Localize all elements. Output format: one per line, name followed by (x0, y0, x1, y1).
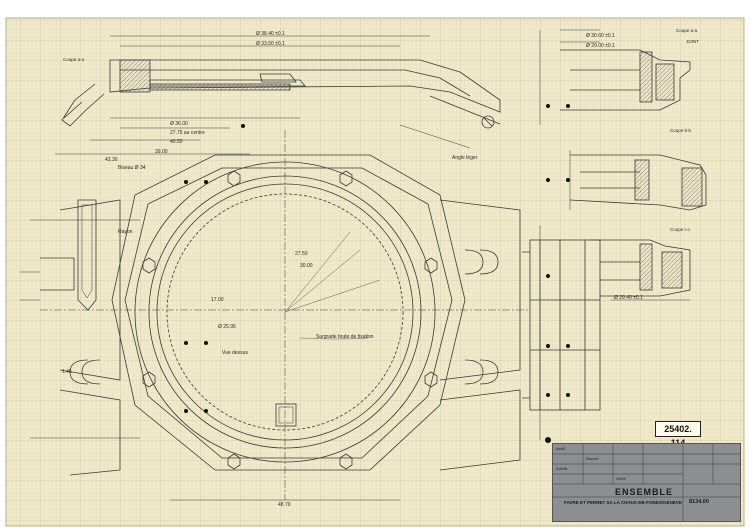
dim-au-centre: 27.75 au centre (170, 130, 205, 136)
dim-top-1: Ø 38.40 ±0.1 (256, 31, 285, 37)
biseau-label: Biseau Ø 34 (118, 165, 146, 171)
dim-3000: 30.00 (300, 263, 313, 269)
punch-marks (184, 104, 570, 443)
dim-4330: 43.30 (105, 157, 118, 163)
dim-1700: 17.00 (211, 297, 224, 303)
tb-cell-2: Dessiné (586, 457, 599, 461)
section-label-b-b: Coupe b-b (670, 128, 692, 133)
dim-36: Ø 36.00 (170, 121, 188, 127)
bezel-screws (142, 170, 438, 470)
dim-2750: 27.50 (295, 251, 308, 257)
dim-30-60: Ø 30.60 ±0.1 (586, 33, 615, 39)
dim-29-00: Ø 29.00 ±0.1 (586, 43, 615, 49)
title-block-company: FAVRE ET PERRET SA LA CHAUX-DE-FONDS/GEN… (564, 500, 682, 505)
title-block-grid (553, 444, 740, 521)
section-a-a-top (55, 35, 501, 155)
section-label-a-a-top: Coupe a-a (63, 57, 85, 62)
case-plan-view (20, 130, 530, 501)
dim-4050: 40.50 (170, 139, 183, 145)
dim-top-2: Ø 33.50 ±0.1 (256, 41, 285, 47)
rayon-label: Rayon (118, 229, 133, 235)
tb-cell-3: Echelle (556, 467, 568, 471)
joint-label: JOINT (686, 39, 699, 44)
tb-cell-1: Modif. (556, 447, 566, 451)
title-block: Modif. Dessiné Echelle Vérifié ENSEMBLE … (552, 443, 741, 522)
side-elevation (522, 225, 601, 440)
dim-1-45: 1.45 (62, 369, 72, 375)
drawing-number: 25402. 114 (655, 421, 701, 448)
tb-cell-4: Vérifié (616, 477, 626, 481)
title-block-code: 8134.00 (689, 499, 709, 505)
dim-3900: 39.00 (155, 149, 168, 155)
section-b-b (569, 150, 707, 211)
vue-dessus-label: Vue dessus (222, 350, 248, 356)
dim-bottom: 48.70 (278, 502, 291, 508)
dim-2595: Ø 25.95 (218, 324, 236, 330)
dim-29-40: Ø 29.40 ±0.1 (614, 295, 643, 301)
section-label-a-a-right: Coupe a-a (676, 28, 698, 33)
title-block-title: ENSEMBLE (614, 487, 673, 497)
section-a-a-right (539, 29, 691, 125)
angle-label: Angle léger (452, 155, 478, 161)
surgrade-label: Surgrade brute de fixation (316, 334, 374, 340)
section-label-c-c: Coupe c-c (670, 227, 691, 232)
section-c-c (590, 239, 691, 301)
